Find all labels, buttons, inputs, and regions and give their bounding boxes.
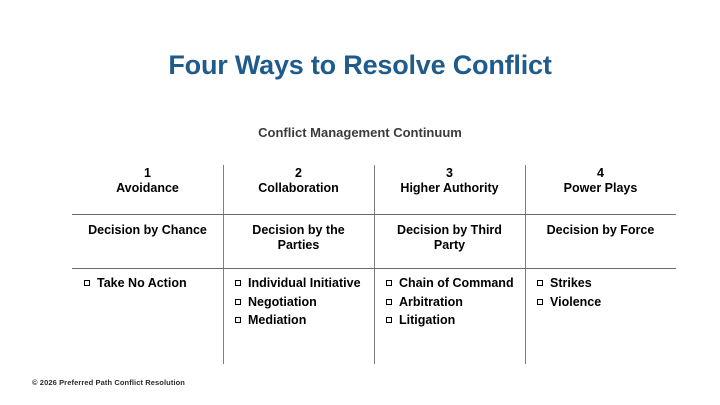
list-item-label: Individual Initiative <box>248 276 361 290</box>
list-item-label: Violence <box>550 294 602 309</box>
column-header-4: 4 Power Plays <box>525 164 676 214</box>
list-item: Chain of Command <box>386 276 537 292</box>
hollow-square-bullet-icon <box>537 298 543 305</box>
matrix-columns: 1 Avoidance Decision by Chance Take No A… <box>72 164 676 364</box>
column-name-2: Collaboration <box>258 181 339 196</box>
table-rule-top <box>72 214 676 215</box>
bullet-list-4: Strikes Violence <box>537 276 688 310</box>
column-name-1: Avoidance <box>116 181 179 196</box>
list-item-label: Negotiation <box>248 294 317 309</box>
matrix-column-2: 2 Collaboration Decision by the Parties … <box>223 164 374 364</box>
list-item: Violence <box>537 295 688 311</box>
bullet-list-1: Take No Action <box>84 276 235 292</box>
list-item: Individual Initiative <box>235 276 386 292</box>
column-list-4: Strikes Violence <box>525 268 694 372</box>
hollow-square-bullet-icon <box>386 280 392 286</box>
column-list-2: Individual Initiative Negotiation Mediat… <box>223 268 392 372</box>
list-item-label: Litigation <box>399 313 456 328</box>
column-name-4: Power Plays <box>563 181 638 196</box>
hollow-square-bullet-icon <box>235 298 241 305</box>
column-decision-3: Decision by Third Party <box>397 223 502 253</box>
column-number-4: 4 <box>597 166 604 180</box>
list-item: Strikes <box>537 276 688 292</box>
column-decision-4: Decision by Force <box>546 223 655 237</box>
column-number-2: 2 <box>295 166 302 180</box>
column-list-3: Chain of Command Arbitration Litigation <box>374 268 543 372</box>
column-number-1: 1 <box>144 166 151 180</box>
bullet-list-3: Chain of Command Arbitration Litigation <box>386 276 537 329</box>
conflict-matrix-table: 1 Avoidance Decision by Chance Take No A… <box>72 164 676 364</box>
list-item: Arbitration <box>386 295 537 311</box>
column-name-3: Higher Authority <box>400 181 499 196</box>
bullet-list-2: Individual Initiative Negotiation Mediat… <box>235 276 386 329</box>
matrix-column-1: 1 Avoidance Decision by Chance Take No A… <box>72 164 223 364</box>
list-item: Take No Action <box>84 276 235 292</box>
column-number-3: 3 <box>446 166 453 180</box>
page-title: Four Ways to Resolve Conflict <box>168 50 552 80</box>
hollow-square-bullet-icon <box>386 298 392 305</box>
hollow-square-bullet-icon <box>537 280 543 286</box>
list-item-label: Strikes <box>550 276 592 290</box>
hollow-square-bullet-icon <box>386 317 392 324</box>
column-header-3: 3 Higher Authority <box>374 164 525 214</box>
column-header-2: 2 Collaboration <box>223 164 374 214</box>
hollow-square-bullet-icon <box>235 317 241 324</box>
column-decision-1: Decision by Chance <box>88 223 207 237</box>
list-item-label: Take No Action <box>97 276 187 290</box>
matrix-column-3: 3 Higher Authority Decision by Third Par… <box>374 164 525 364</box>
hollow-square-bullet-icon <box>84 280 90 286</box>
list-item-label: Arbitration <box>399 294 463 309</box>
list-item-label: Mediation <box>248 313 307 328</box>
list-item: Mediation <box>235 313 386 329</box>
slide-subtitle: Conflict Management Continuum <box>258 125 462 140</box>
list-item: Litigation <box>386 313 537 329</box>
column-header-1: 1 Avoidance <box>72 164 223 214</box>
matrix-column-4: 4 Power Plays Decision by Force Strikes … <box>525 164 676 364</box>
column-decision-2: Decision by the Parties <box>252 223 345 253</box>
table-rule-bottom <box>72 268 676 269</box>
list-item: Negotiation <box>235 295 386 311</box>
list-item-label: Chain of Command <box>399 276 514 290</box>
hollow-square-bullet-icon <box>235 280 241 286</box>
column-list-1: Take No Action <box>72 268 241 372</box>
footer-copyright: © 2026 Preferred Path Conflict Resolutio… <box>32 378 185 387</box>
